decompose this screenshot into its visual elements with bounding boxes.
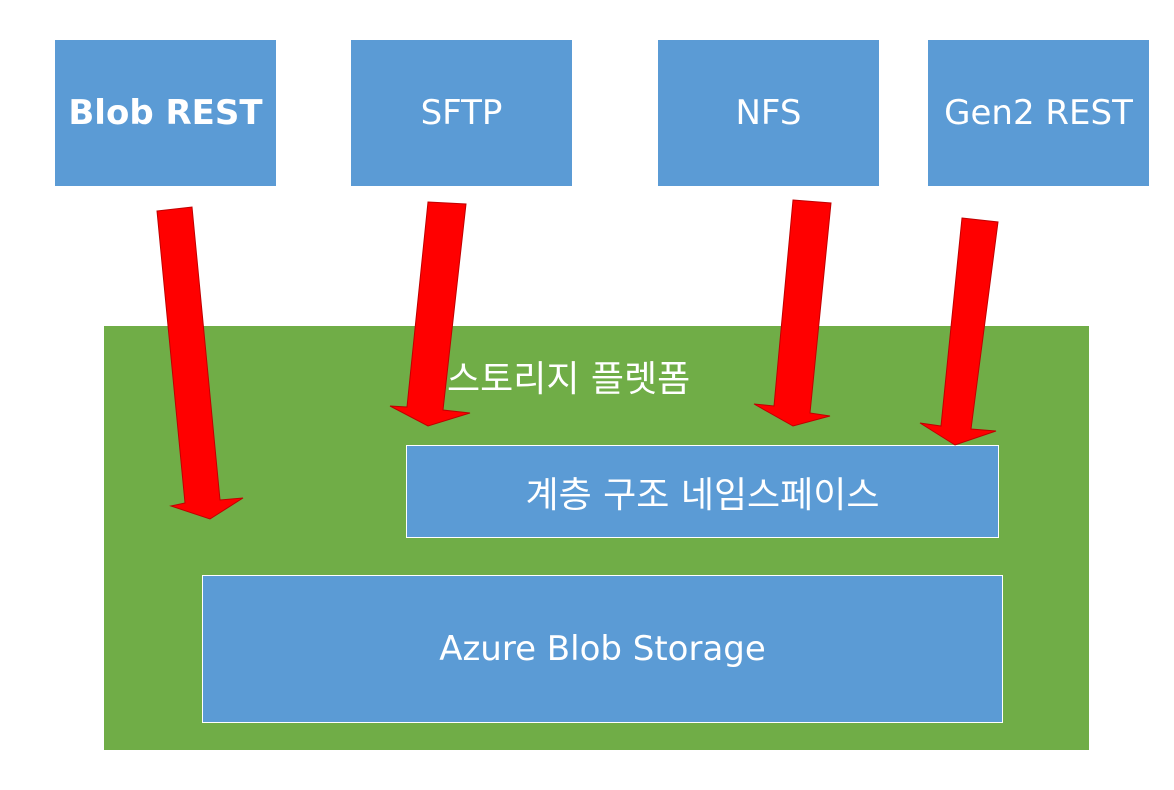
hierarchical-namespace-label: 계층 구조 네임스페이스 <box>525 474 880 516</box>
nfs-box: NFS <box>658 40 879 186</box>
sftp-label: SFTP <box>420 93 503 133</box>
azure-blob-storage-label: Azure Blob Storage <box>439 629 766 669</box>
sftp-box: SFTP <box>351 40 572 186</box>
nfs-label: NFS <box>735 93 802 133</box>
blob-rest-box: Blob REST <box>55 40 276 186</box>
azure-blob-storage-box: Azure Blob Storage <box>202 575 1003 723</box>
storage-platform-label: 스토리지 플렛폼 <box>447 359 691 400</box>
gen2-rest-label: Gen2 REST <box>944 93 1133 133</box>
blob-rest-label: Blob REST <box>68 93 263 133</box>
gen2-rest-box: Gen2 REST <box>928 40 1149 186</box>
hierarchical-namespace-box: 계층 구조 네임스페이스 <box>406 445 999 538</box>
